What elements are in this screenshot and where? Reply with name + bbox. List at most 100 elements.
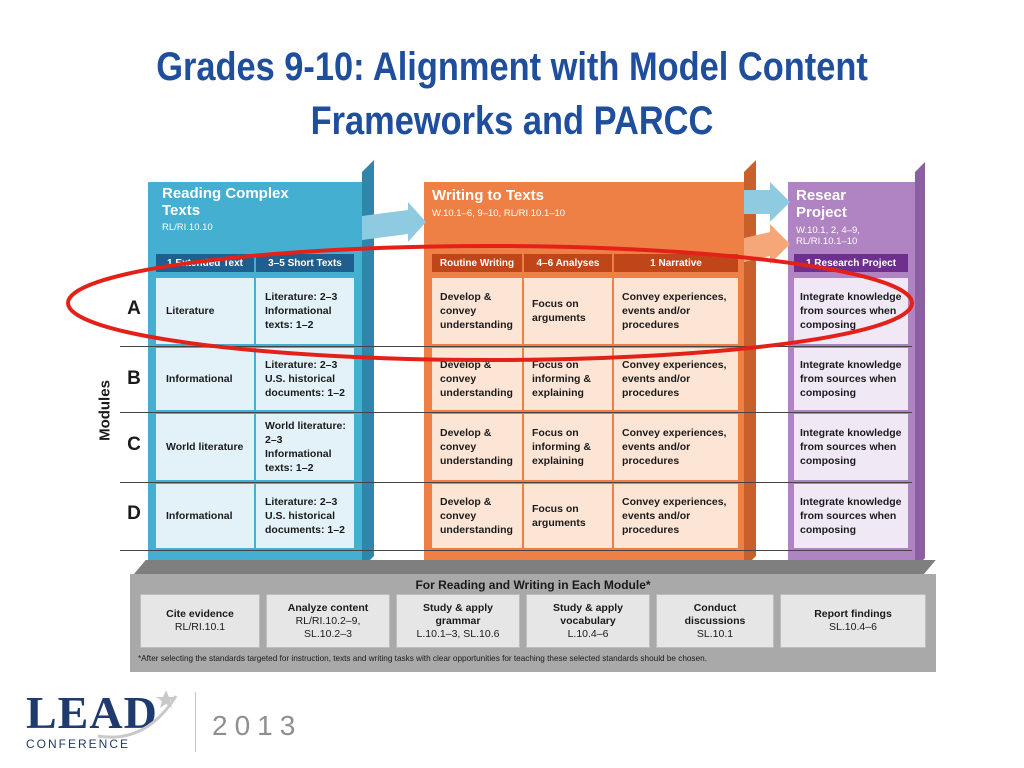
module-d-analyses: Focus on arguments xyxy=(524,484,612,548)
modules-label: Modules xyxy=(96,380,114,441)
module-d-narrative-text: Convey experiences, events and/or proced… xyxy=(622,496,727,536)
module-letter-d: D xyxy=(127,503,141,524)
bottom-box-study-grammar: Study & apply grammar L.10.1–3, SL.10.6 xyxy=(396,594,520,648)
bottom-footnote: *After selecting the standards targeted … xyxy=(138,654,707,663)
module-c-extended: World literature xyxy=(156,414,254,480)
bottom-box-5-title: Conduct discussions xyxy=(684,601,746,627)
module-c-research: Integrate knowledge from sources when co… xyxy=(794,414,908,480)
module-a-routine-text: Develop & convey understanding xyxy=(440,291,513,331)
highlight-ellipse xyxy=(66,244,914,362)
slide-title: Grades 9-10: Alignment with Model Conten… xyxy=(72,40,953,148)
module-d-extended: Informational xyxy=(156,484,254,548)
bottom-box-analyze-content: Analyze content RL/RI.10.2–9, SL.10.2–3 xyxy=(266,594,390,648)
reading-col2-header: 3–5 Short Texts xyxy=(256,254,354,272)
writing-to-research-arrow-bottom xyxy=(744,224,790,264)
bottom-box-6-standards: SL.10.4–6 xyxy=(829,621,877,633)
bottom-box-3-standards: L.10.1–3, SL.10.6 xyxy=(416,627,500,640)
module-d-short-1: Literature: 2–3 xyxy=(265,496,338,508)
bottom-box-4-title: Study & apply vocabulary xyxy=(552,601,623,627)
module-b-research: Integrate knowledge from sources when co… xyxy=(794,348,908,410)
bottom-box-2-title: Analyze content xyxy=(287,601,369,614)
writing-col2-header: 4–6 Analyses xyxy=(524,254,612,272)
module-c-short-1: World literature: 2–3 xyxy=(265,420,346,446)
module-b-extended: Informational xyxy=(156,348,254,410)
module-b-short-2: U.S. historical documents: 1–2 xyxy=(265,373,345,399)
research-title: Resear Project xyxy=(796,187,847,221)
module-b-extended-text: Informational xyxy=(166,373,233,385)
bottom-box-report-findings: Report findings SL.10.4–6 xyxy=(780,594,926,648)
row-divider-bc xyxy=(120,412,912,413)
module-d-extended-text: Informational xyxy=(166,510,233,522)
bottom-box-conduct-discussions: Conduct discussions SL.10.1 xyxy=(656,594,774,648)
module-b-analyses-text: Focus on informing & explaining xyxy=(532,359,591,399)
writing-to-research-arrow-top xyxy=(744,182,790,222)
slide-title-line-1: Grades 9-10: Alignment with Model Conten… xyxy=(156,45,868,89)
research-title-line-2: Project xyxy=(796,204,847,221)
module-d-routine: Develop & convey understanding xyxy=(432,484,522,548)
module-a-extended-text: Literature xyxy=(166,305,215,317)
logo-swoosh-icon xyxy=(97,690,178,739)
row-divider-ab xyxy=(120,346,912,347)
module-c-routine-text: Develop & convey understanding xyxy=(440,427,513,467)
module-d-narrative: Convey experiences, events and/or proced… xyxy=(614,484,738,548)
module-c-narrative-text: Convey experiences, events and/or proced… xyxy=(622,427,727,467)
module-a-narrative: Convey experiences, events and/or proced… xyxy=(614,278,738,344)
logo-lead-text: LEAD xyxy=(26,687,158,738)
module-d-research-text: Integrate knowledge from sources when co… xyxy=(800,496,902,536)
bottom-box-study-vocabulary: Study & apply vocabulary L.10.4–6 xyxy=(526,594,650,648)
bottom-box-5-standards: SL.10.1 xyxy=(696,627,734,640)
bottom-box-1-standards: RL/RI.10.1 xyxy=(174,621,226,633)
research-standards: W.10.1, 2, 4–9, RL/RI.10.1–10 xyxy=(796,225,860,247)
lead-conference-logo: LEAD CONFERENCE xyxy=(26,687,158,752)
bottom-box-6-title: Report findings xyxy=(814,608,892,620)
module-c-analyses-text: Focus on informing & explaining xyxy=(532,427,591,467)
conference-year: 2013 xyxy=(212,710,303,741)
writing-col1-header: Routine Writing xyxy=(432,254,522,272)
reading-to-writing-arrow xyxy=(362,202,426,242)
research-standards-line-1: W.10.1, 2, 4–9, xyxy=(796,225,860,236)
module-letter-b: B xyxy=(127,368,141,389)
module-c-extended-text: World literature xyxy=(166,441,244,453)
module-a-extended: Literature xyxy=(156,278,254,344)
module-c-analyses: Focus on informing & explaining xyxy=(524,414,612,480)
module-letter-a: A xyxy=(127,298,141,319)
bottom-box-2-standards: RL/RI.10.2–9, SL.10.2–3 xyxy=(295,614,361,640)
module-a-research-text: Integrate knowledge from sources when co… xyxy=(800,291,902,331)
module-b-short-1: Literature: 2–3 xyxy=(265,359,338,371)
writing-col3-header: 1 Narrative xyxy=(614,254,738,272)
bottom-platform-header: For Reading and Writing in Each Module* xyxy=(415,578,651,592)
writing-standards: W.10.1–6, 9–10, RL/RI.10.1–10 xyxy=(432,208,566,219)
bottom-box-3-title: Study & apply grammar xyxy=(422,601,493,627)
module-a-short-1: Literature: 2–3 xyxy=(265,291,338,303)
reading-title-line-2: Texts xyxy=(162,202,201,219)
module-a-narrative-text: Convey experiences, events and/or proced… xyxy=(622,291,727,331)
module-c-routine: Develop & convey understanding xyxy=(432,414,522,480)
row-divider-cd xyxy=(120,482,912,483)
module-b-research-text: Integrate knowledge from sources when co… xyxy=(800,359,902,399)
bottom-box-cite-evidence: Cite evidence RL/RI.10.1 xyxy=(140,594,260,648)
logo-conference-text: CONFERENCE xyxy=(26,737,131,751)
module-a-analyses: Focus on arguments xyxy=(524,278,612,344)
module-d-short-2: U.S. historical documents: 1–2 xyxy=(265,510,345,536)
module-b-routine-text: Develop & convey understanding xyxy=(440,359,513,399)
module-a-analyses-text: Focus on arguments xyxy=(532,298,586,324)
row-divider-bottom xyxy=(120,550,912,551)
bottom-platform-top xyxy=(134,560,936,574)
writing-title: Writing to Texts xyxy=(432,187,544,204)
module-a-routine: Develop & convey understanding xyxy=(432,278,522,344)
reading-title: Reading Complex Texts xyxy=(162,185,289,219)
reading-title-line-1: Reading Complex xyxy=(162,185,289,202)
flow-arrows xyxy=(362,182,790,264)
reading-standards: RL/RI.10.10 xyxy=(162,222,213,233)
module-c-narrative: Convey experiences, events and/or proced… xyxy=(614,414,738,480)
module-d-routine-text: Develop & convey understanding xyxy=(440,496,513,536)
module-d-analyses-text: Focus on arguments xyxy=(532,503,586,529)
module-c-research-text: Integrate knowledge from sources when co… xyxy=(800,427,902,467)
slide-title-line-2: Frameworks and PARCC xyxy=(310,99,714,143)
footer-divider xyxy=(195,692,196,752)
